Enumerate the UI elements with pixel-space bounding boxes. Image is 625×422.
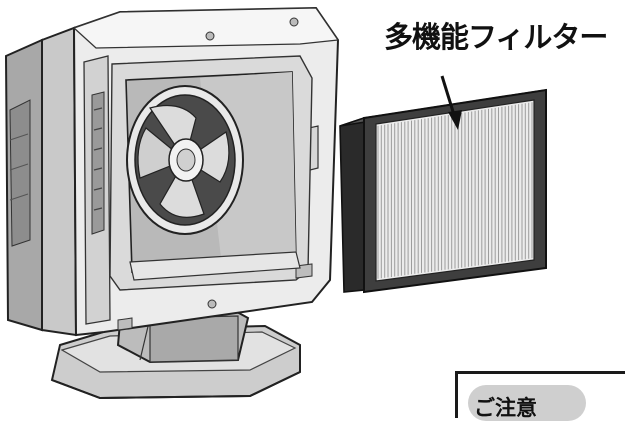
fan-assembly	[125, 71, 301, 281]
unit-stand	[50, 294, 301, 400]
multifunction-filter	[339, 88, 547, 294]
notice-title: ご注意	[474, 396, 537, 420]
notice-box: ご注意	[455, 371, 625, 421]
product-illustration	[4, 6, 547, 400]
filter-callout-label: 多機能フィルター	[384, 20, 608, 54]
callout-arrow	[440, 75, 462, 130]
